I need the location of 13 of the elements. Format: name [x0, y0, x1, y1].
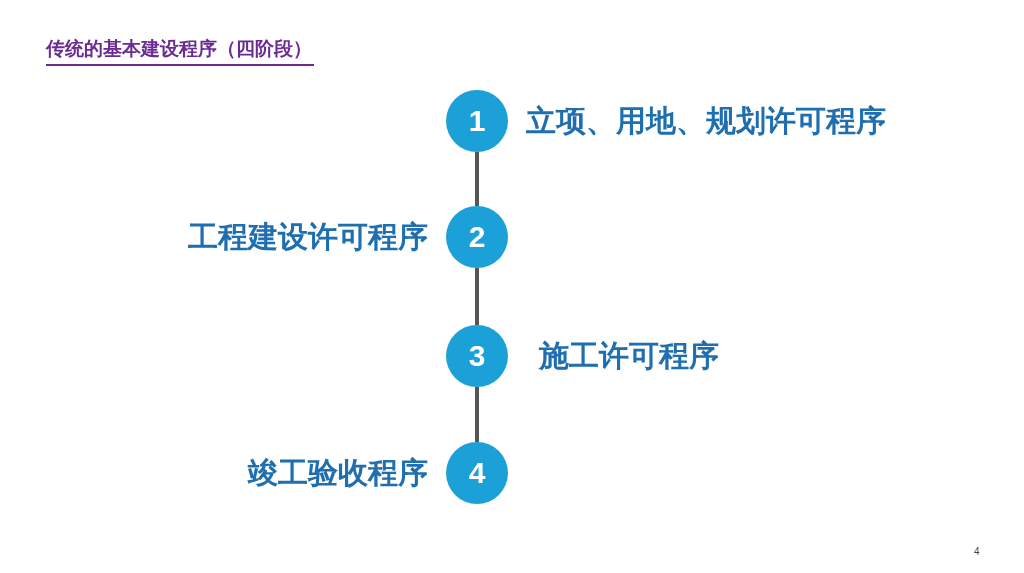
step-number: 1	[468, 104, 486, 138]
step-number: 4	[468, 456, 486, 490]
step-label: 立项、用地、规划许可程序	[526, 101, 886, 140]
step-number: 3	[468, 339, 486, 373]
step-label: 工程建设许可程序	[188, 217, 428, 256]
step-number: 2	[468, 220, 486, 254]
step-label: 竣工验收程序	[248, 453, 428, 492]
connector-line	[475, 268, 479, 325]
slide-title: 传统的基本建设程序（四阶段）	[46, 36, 314, 66]
connector-line	[475, 387, 479, 442]
page-number: 4	[974, 546, 980, 557]
connector-line	[475, 152, 479, 206]
step-label: 施工许可程序	[539, 336, 719, 375]
